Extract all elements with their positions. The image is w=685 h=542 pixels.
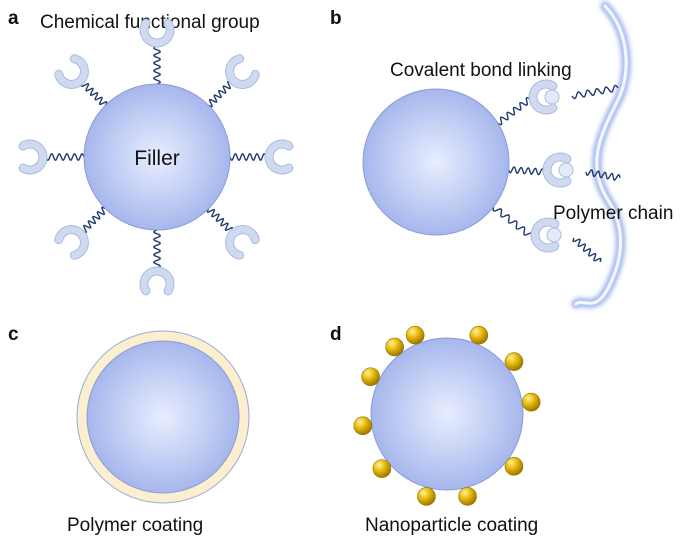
nanoparticle-icon	[521, 392, 541, 412]
functional-group-icon	[225, 225, 260, 260]
linker-chain	[206, 208, 234, 232]
nanoparticle-icon	[504, 457, 524, 476]
nanoparticle-icon	[361, 367, 380, 387]
nanoparticle-icon	[504, 352, 524, 371]
linker-chain	[229, 153, 267, 161]
filler-label: Filler	[134, 147, 180, 170]
functional-group-icon	[18, 139, 48, 175]
panel-c: c Polymer coating	[8, 324, 250, 536]
nanoparticle-icon	[469, 325, 489, 345]
functional-group-linkers	[45, 45, 267, 269]
functional-group-icon	[225, 54, 260, 89]
panel-b-title: Covalent bond linking	[390, 60, 572, 81]
functional-group-icon	[264, 139, 294, 175]
filler-linker-chain	[507, 166, 545, 176]
nanoparticles	[353, 325, 541, 506]
panel-a: a Chemical functional group Filler	[8, 8, 294, 296]
polymer-linker-chain	[571, 84, 619, 100]
nanoparticle-icon	[405, 325, 425, 345]
linker-chain	[208, 80, 232, 108]
functional-groups	[18, 18, 294, 296]
linker-chain	[153, 229, 161, 269]
filler-particle	[83, 83, 231, 231]
filler-linker-chain	[497, 96, 531, 126]
functional-group-icon	[54, 54, 89, 89]
nanoparticle-icon	[372, 459, 392, 478]
polymer-chain-label: Polymer chain	[553, 203, 673, 224]
panel-c-caption: Polymer coating	[67, 515, 203, 536]
linker-chain	[82, 206, 106, 234]
polymer-chain	[571, 1, 631, 309]
polymer-linker-chain	[572, 237, 602, 263]
nanoparticle-icon	[417, 487, 436, 506]
panel-d-letter: d	[330, 324, 342, 345]
filler-particle-c	[86, 340, 240, 494]
panel-b: b Covalent bond linking Polymer chain	[330, 1, 673, 309]
linker-chain	[153, 45, 161, 85]
panel-a-letter: a	[8, 8, 19, 29]
bonded-site-icon	[544, 89, 560, 105]
linker-chain	[80, 82, 108, 106]
panel-b-letter: b	[330, 8, 342, 29]
covalent-linkers	[492, 84, 621, 263]
functional-group-icon	[54, 225, 89, 260]
linker-chain	[45, 153, 85, 161]
nanoparticle-icon	[385, 337, 404, 357]
panel-c-letter: c	[8, 324, 19, 345]
filler-particle-b	[362, 88, 510, 236]
bonded-site-icon	[546, 227, 562, 243]
panel-d: d Nanoparticle coating	[330, 324, 541, 536]
panel-d-caption: Nanoparticle coating	[365, 515, 538, 536]
polymer-linker-chain	[585, 169, 621, 181]
functional-group-icon	[139, 266, 175, 296]
functional-group-icon	[139, 18, 175, 48]
filler-linker-chain	[492, 206, 534, 238]
filler-particle-d	[370, 337, 524, 491]
bonded-site-icon	[558, 162, 574, 178]
bonded-groups	[528, 79, 574, 253]
nanoparticle-icon	[458, 487, 477, 506]
nanoparticle-icon	[353, 416, 373, 436]
